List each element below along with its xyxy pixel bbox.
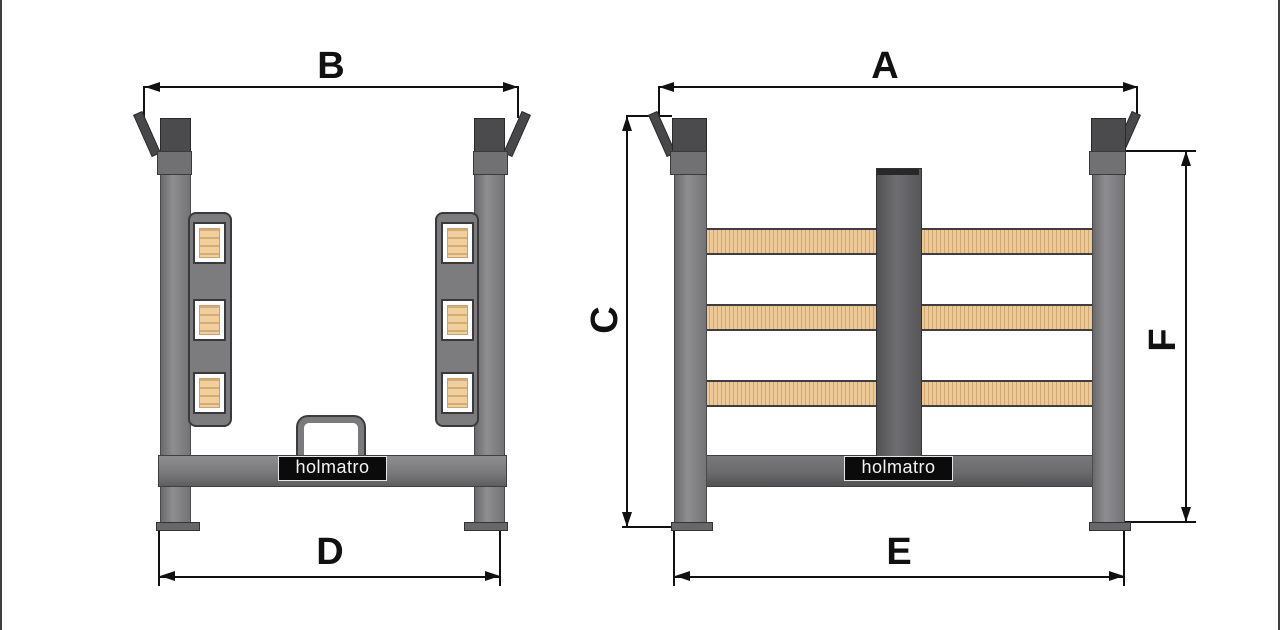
wood-block	[199, 378, 220, 408]
extension-line	[517, 86, 519, 118]
foot-plate	[671, 522, 713, 531]
post-collar	[670, 151, 707, 175]
dimension-label-f: F	[1142, 328, 1184, 352]
dimension-label-a: A	[871, 45, 899, 87]
foot-plate	[464, 522, 508, 531]
post-collar	[1089, 151, 1126, 175]
corner-post	[674, 173, 707, 524]
wood-block	[199, 228, 220, 258]
post-cap	[160, 118, 191, 153]
extension-line	[658, 86, 660, 118]
extension-line	[158, 531, 160, 586]
extension-line	[1124, 150, 1196, 152]
extension-line	[622, 526, 678, 528]
center-post	[876, 168, 922, 457]
dimension-arrow	[1181, 507, 1191, 522]
dimension-label-b: B	[317, 45, 345, 87]
foot-plate	[1089, 522, 1131, 531]
wood-slat	[705, 380, 876, 407]
dimension-arrow	[1109, 571, 1124, 581]
post-cap	[474, 118, 505, 153]
slat-socket	[193, 372, 226, 414]
slat-socket	[441, 299, 474, 341]
dimension-arrow	[1181, 151, 1191, 166]
wood-block	[447, 305, 468, 335]
dimension-arrow	[675, 571, 690, 581]
dimension-line-c	[626, 116, 628, 527]
page-edge-right	[1278, 0, 1280, 630]
handle-opening	[304, 423, 358, 457]
dimension-line-e	[675, 576, 1124, 578]
dimension-arrow	[1123, 82, 1138, 92]
wood-block	[447, 378, 468, 408]
slat-socket	[193, 299, 226, 341]
dimension-line-a	[659, 86, 1138, 88]
wood-slat	[920, 228, 1092, 255]
dimension-line-f	[1185, 151, 1187, 522]
dimension-label-c: C	[584, 306, 626, 334]
wood-block	[199, 305, 220, 335]
page-edge-left	[0, 0, 2, 630]
post-collar	[157, 151, 192, 175]
brand-label: holmatro	[278, 456, 387, 481]
post-collar	[473, 151, 508, 175]
dimension-arrow	[659, 82, 674, 92]
dimension-line-d	[160, 576, 500, 578]
extension-line	[143, 86, 145, 118]
wood-slat	[705, 228, 876, 255]
dimension-arrow	[622, 512, 632, 527]
extension-line	[1136, 86, 1138, 118]
slat-socket	[193, 222, 226, 264]
dimension-arrow	[160, 571, 175, 581]
wood-slat	[920, 304, 1092, 331]
dimension-label-e: E	[886, 531, 912, 573]
slat-socket	[441, 372, 474, 414]
lifting-handle	[296, 415, 366, 457]
wood-block	[447, 228, 468, 258]
post-cap	[1091, 118, 1126, 153]
dimension-arrow	[485, 571, 500, 581]
foot-plate	[156, 522, 200, 531]
extension-line	[1123, 531, 1125, 586]
dimension-arrow	[503, 82, 518, 92]
extension-line	[1095, 521, 1196, 523]
wood-slat	[920, 380, 1092, 407]
extension-line	[499, 531, 501, 586]
post-cap	[672, 118, 707, 153]
handle-tube	[298, 417, 364, 457]
corner-post	[1092, 173, 1125, 524]
dimension-arrow	[145, 82, 160, 92]
dimension-label-d: D	[316, 531, 344, 573]
brand-label: holmatro	[844, 456, 953, 481]
center-post-top	[877, 169, 919, 175]
dimension-arrow	[622, 116, 632, 131]
wood-slat	[705, 304, 876, 331]
dimension-line-b	[145, 86, 518, 88]
slat-socket	[441, 222, 474, 264]
extension-line	[673, 531, 675, 586]
